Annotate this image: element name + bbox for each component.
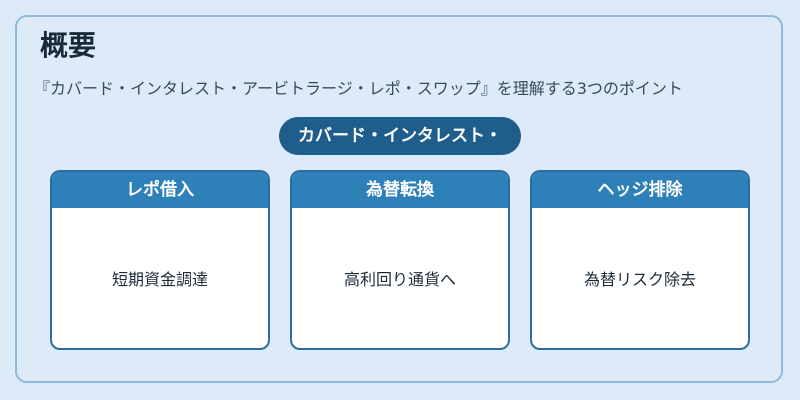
subtitle: 『カバード・インタレスト・アービトラージ・レポ・スワップ』を理解する3つのポイン…	[34, 79, 683, 98]
card-body: 為替リスク除去	[583, 270, 696, 289]
card-heading: 為替転換	[292, 172, 508, 208]
topic-pill: カバード・インタレスト・	[279, 117, 521, 155]
point-card-repo-borrowing: レポ借入 短期資金調達	[50, 170, 270, 350]
card-heading: レポ借入	[52, 172, 268, 208]
point-card-fx-conversion: 為替転換 高利回り通貨へ	[290, 170, 510, 350]
card-body: 短期資金調達	[111, 270, 208, 289]
card-body: 高利回り通貨へ	[343, 270, 456, 289]
page-title: 概要	[40, 29, 97, 62]
card-heading: ヘッジ排除	[532, 172, 748, 208]
point-card-hedge-removal: ヘッジ排除 為替リスク除去	[530, 170, 750, 350]
